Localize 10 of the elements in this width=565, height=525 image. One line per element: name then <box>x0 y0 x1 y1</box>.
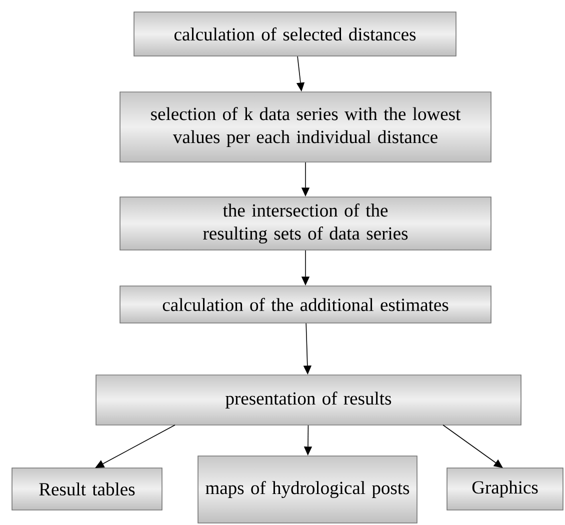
process-box: selection of k data series with the lowest values per each individual distance <box>120 92 492 162</box>
arrow <box>442 424 503 468</box>
process-box: calculation of selected distances <box>134 12 456 56</box>
process-box: Graphics <box>446 468 564 510</box>
process-box: presentation of results <box>96 374 522 426</box>
process-box: maps of hydrological posts <box>198 456 418 524</box>
process-box: calculation of the additional estimates <box>120 286 492 324</box>
process-box: Result tables <box>12 468 162 510</box>
process-box: the intersection of the resulting sets of data series <box>120 196 492 250</box>
arrow <box>95 424 176 468</box>
